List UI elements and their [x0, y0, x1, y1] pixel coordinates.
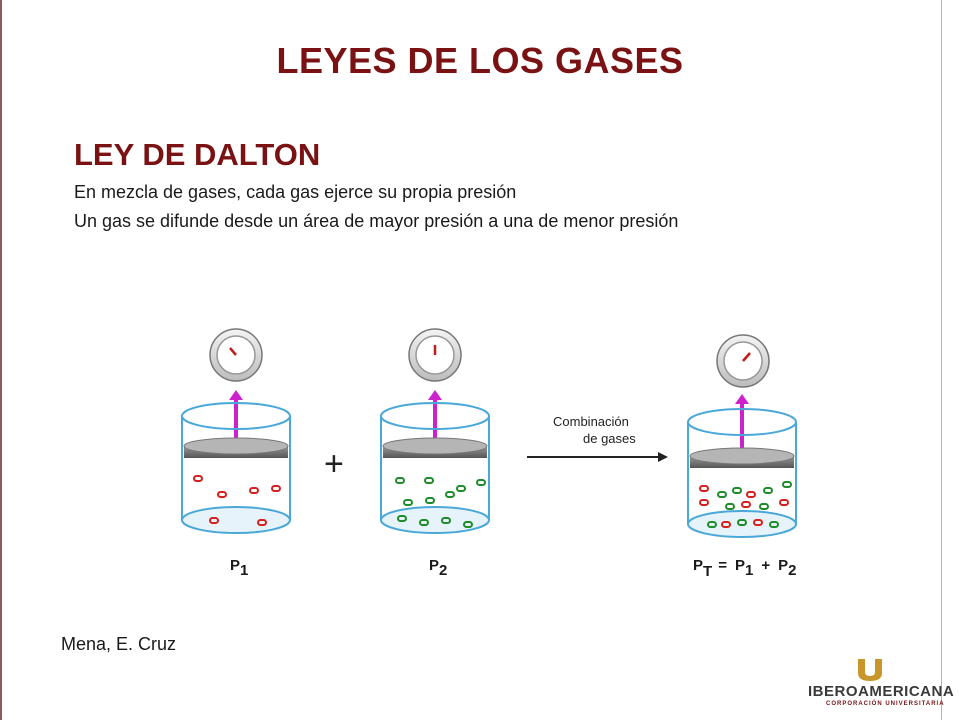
combination-arrow: Combinación de gases — [527, 414, 668, 462]
label-p1: P1 — [230, 557, 248, 579]
gas-1-molecules — [193, 475, 281, 526]
dalton-diagram: P1 + — [181, 328, 797, 580]
logo-name: IBEROAMERICANA — [808, 683, 955, 700]
container-1: P1 — [181, 328, 291, 579]
gauge-3-icon — [716, 334, 770, 388]
slide-title: LEYES DE LOS GASES — [276, 40, 684, 81]
gauge-1-icon — [209, 328, 263, 382]
text-line-2: Un gas se difunde desde un área de mayor… — [74, 211, 679, 231]
author-credit: Mena, E. Cruz — [61, 634, 177, 654]
plus-sign: + — [324, 445, 344, 483]
gauge-2-icon — [408, 328, 462, 382]
frame-right-line — [941, 0, 942, 720]
container-2: P2 — [380, 328, 490, 579]
arrow-label-1: Combinación — [553, 414, 629, 429]
arrow-label-2: de gases — [583, 431, 636, 446]
text-line-1: En mezcla de gases, cada gas ejerce su p… — [74, 182, 517, 202]
cylinder-2 — [380, 402, 490, 534]
label-pt-equation: PT=P1+P2 — [693, 557, 796, 580]
mixed-gas-molecules — [699, 481, 792, 528]
frame-left-line — [0, 0, 2, 720]
iberoamericana-logo-icon — [858, 659, 882, 681]
label-p2: P2 — [429, 557, 447, 579]
logo-subtitle: CORPORACIÓN UNIVERSITARIA — [826, 701, 945, 707]
gas-2-molecules — [395, 477, 486, 528]
slide-subtitle: LEY DE DALTON — [74, 137, 321, 172]
cylinder-1 — [181, 402, 291, 534]
container-3: PT=P1+P2 — [687, 334, 797, 580]
